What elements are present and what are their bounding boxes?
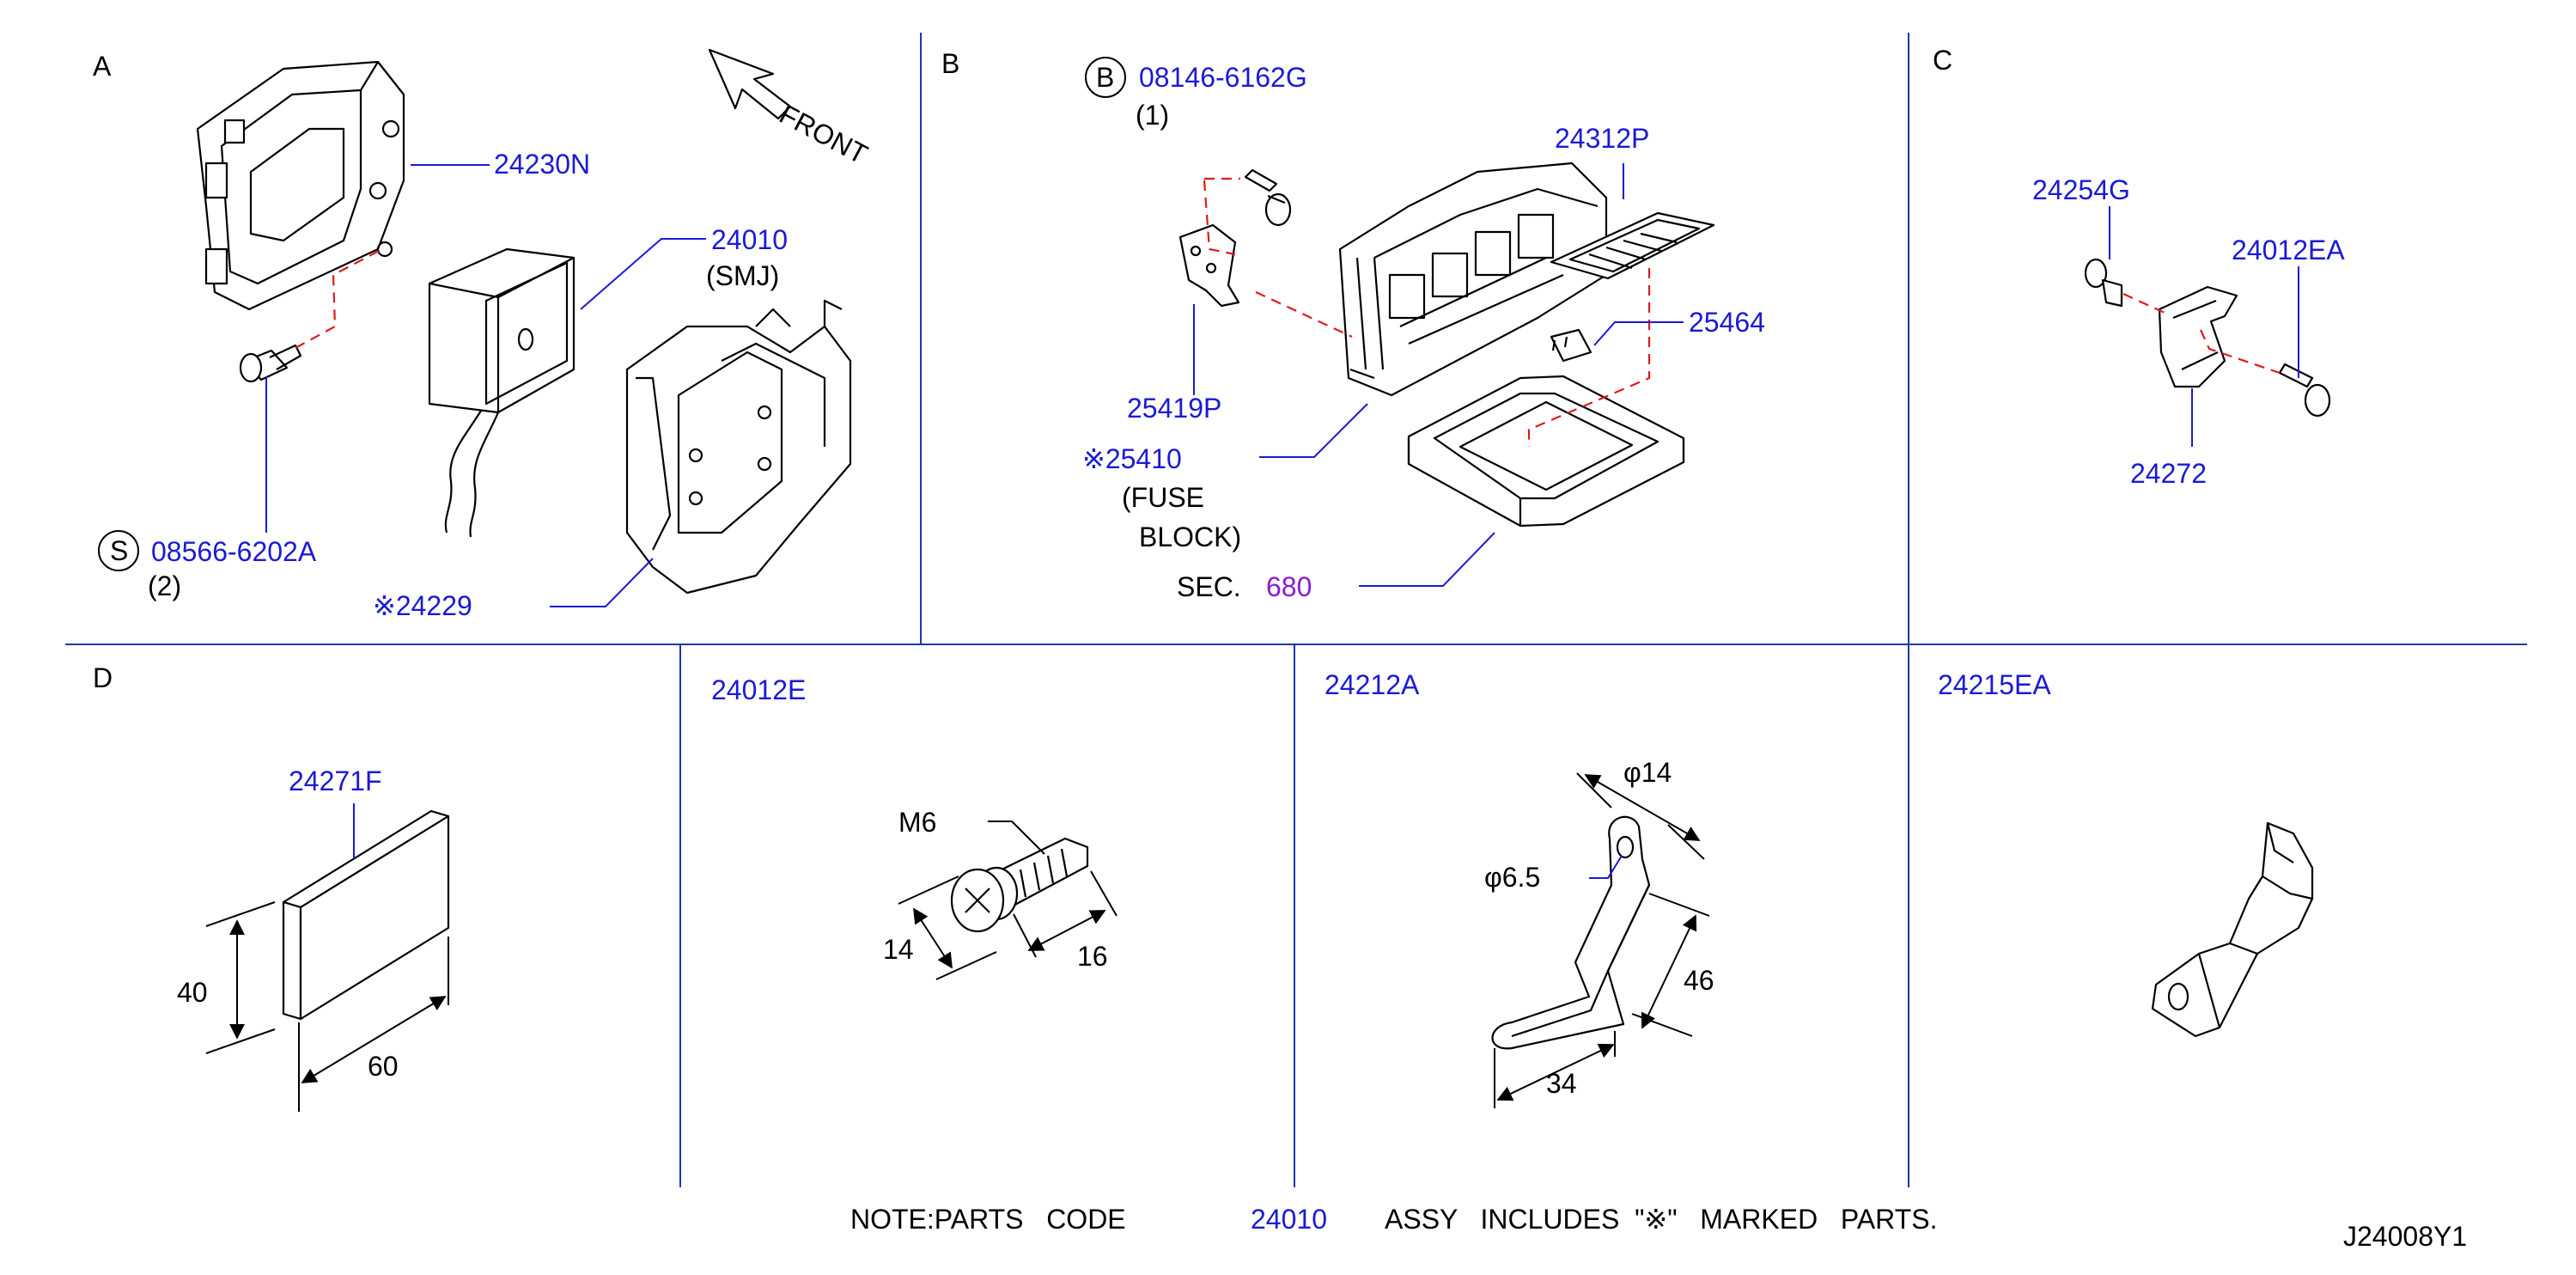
part-08146-label: 08146-6162G bbox=[1139, 62, 1307, 93]
section-d: D 24271F 40 60 bbox=[93, 662, 450, 1112]
front-label: FRONT bbox=[775, 98, 873, 170]
bracket-24230n-drawing bbox=[196, 60, 405, 311]
front-arrow-icon bbox=[708, 48, 792, 120]
fuse-block-25410-drawing bbox=[1338, 162, 1608, 397]
s-symbol-circle bbox=[98, 530, 139, 571]
section-dividers bbox=[65, 33, 2527, 1187]
bracket-dim-inner: φ6.5 bbox=[1484, 862, 1540, 893]
section-d-letter: D bbox=[93, 662, 113, 693]
section-f: 24212A φ14 φ6.5 46 34 bbox=[1325, 669, 1714, 1108]
part-25464-label: 25464 bbox=[1689, 307, 1765, 338]
part-24010-sub: (SMJ) bbox=[706, 260, 779, 291]
bracket-dim-height: 46 bbox=[1684, 965, 1714, 996]
cover-24312p-drawing bbox=[1550, 211, 1715, 280]
bracket-24212a-drawing bbox=[1491, 815, 1651, 1050]
part-24271f-label: 24271F bbox=[289, 766, 382, 796]
bolt-24012ea-drawing bbox=[2278, 363, 2331, 418]
bolt-dim-head: 14 bbox=[883, 934, 914, 965]
note-prefix: NOTE:PARTS CODE bbox=[850, 1204, 1126, 1235]
fuse-25464-drawing bbox=[1550, 328, 1592, 363]
part-25410-sub1: (FUSE bbox=[1122, 482, 1204, 513]
section-b-letter: B bbox=[941, 48, 959, 79]
bolt-08146-drawing bbox=[1244, 168, 1292, 227]
part-24229-label: ※24229 bbox=[373, 590, 472, 621]
bracket-24272-drawing bbox=[2158, 285, 2238, 388]
bracket-25419p-drawing bbox=[1178, 223, 1240, 308]
module-24010-drawing bbox=[428, 247, 575, 538]
sec-label: SEC. bbox=[1177, 571, 1241, 602]
pad-24271f-drawing bbox=[282, 809, 450, 1021]
connector-24229-drawing bbox=[625, 299, 852, 595]
section-a: A FRONT bbox=[93, 48, 873, 621]
sec-680-link[interactable]: 680 bbox=[1266, 571, 1312, 602]
clip-24254g-drawing bbox=[2084, 258, 2123, 308]
part-08566-label: 08566-6202A bbox=[151, 536, 317, 567]
bolt-dim-length: 16 bbox=[1077, 941, 1108, 972]
drawing-id: J24008Y1 bbox=[2343, 1221, 2467, 1252]
tray-sec680-drawing bbox=[1407, 375, 1685, 528]
thread-m6-label: M6 bbox=[898, 807, 936, 838]
section-b: B B 08146-6162G (1) bbox=[941, 48, 1765, 602]
note-line: NOTE:PARTS CODE 24010 ASSY INCLUDES "※" … bbox=[850, 1204, 1937, 1235]
part-08146-qty: (1) bbox=[1136, 100, 1169, 131]
note-suffix: ASSY INCLUDES "※" MARKED PARTS. bbox=[1385, 1204, 1937, 1235]
pad-dim-height: 40 bbox=[177, 977, 208, 1008]
section-c: C 24254G 24012EA 24272 bbox=[1933, 45, 2345, 489]
note-code-link[interactable]: 24010 bbox=[1251, 1204, 1327, 1235]
part-24215ea-label: 24215EA bbox=[1938, 669, 2051, 700]
part-24012e-label: 24012E bbox=[711, 674, 806, 705]
section-a-letter: A bbox=[93, 51, 112, 82]
part-24012ea-label: 24012EA bbox=[2232, 235, 2345, 265]
part-24272-label: 24272 bbox=[2130, 458, 2207, 489]
bracket-dim-width: 34 bbox=[1546, 1068, 1577, 1099]
part-08566-qty: (2) bbox=[148, 570, 181, 601]
part-24212a-label: 24212A bbox=[1325, 669, 1420, 700]
part-24312p-label: 24312P bbox=[1555, 123, 1649, 154]
part-24230n-label: 24230N bbox=[494, 149, 590, 180]
part-25410-label: ※25410 bbox=[1082, 443, 1182, 474]
part-24254g-label: 24254G bbox=[2032, 174, 2130, 205]
bolt-b-symbol: B bbox=[1096, 62, 1114, 93]
section-g: 24215EA bbox=[1938, 669, 2314, 1038]
b-symbol-circle bbox=[1085, 57, 1126, 98]
section-e: 24012E M6 14 16 bbox=[711, 674, 1117, 980]
pad-dim-width: 60 bbox=[368, 1051, 399, 1082]
bracket-24215ea-drawing bbox=[2151, 821, 2314, 1038]
section-c-letter: C bbox=[1933, 45, 1952, 76]
bolt-08566-drawing bbox=[239, 344, 302, 383]
part-25419p-label: 25419P bbox=[1127, 393, 1221, 424]
part-24010-label: 24010 bbox=[711, 224, 788, 255]
bolt-24012e-drawing bbox=[950, 837, 1089, 933]
bolt-s-symbol: S bbox=[110, 535, 128, 566]
part-25410-sub2: BLOCK) bbox=[1139, 522, 1241, 552]
bracket-dim-outer: φ14 bbox=[1623, 757, 1672, 788]
